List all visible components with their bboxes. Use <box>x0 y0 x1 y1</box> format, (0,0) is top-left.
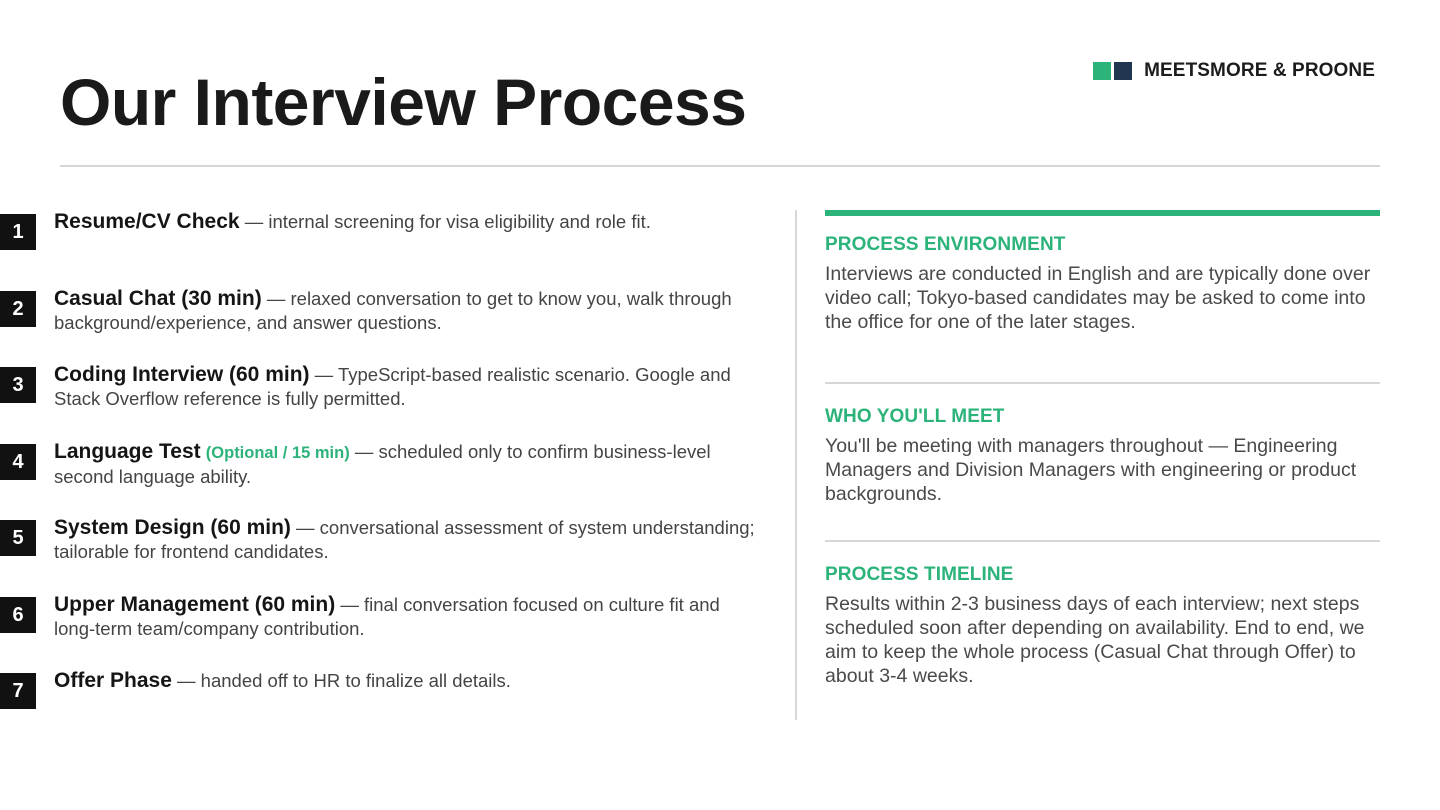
panel-who-youll-meet: WHO YOU'LL MEET You'll be meeting with m… <box>825 406 1380 506</box>
step-number: 5 <box>0 520 36 556</box>
step-number: 2 <box>0 291 36 327</box>
step-heading: Coding Interview (60 min) <box>54 363 310 386</box>
step-text: Casual Chat (30 min) — relaxed conversat… <box>54 287 760 335</box>
panel-process-timeline: PROCESS TIMELINE Results within 2-3 busi… <box>825 564 1380 688</box>
step-2: 2 Casual Chat (30 min) — relaxed convers… <box>0 287 760 335</box>
step-6: 6 Upper Management (60 min) — final conv… <box>0 593 760 641</box>
step-1: 1 Resume/CV Check — internal screening f… <box>0 210 760 250</box>
step-heading: Offer Phase <box>54 669 172 692</box>
step-heading: Upper Management (60 min) <box>54 593 336 616</box>
accent-bar <box>825 210 1380 216</box>
brand-name: MEETSMORE & PROONE <box>1144 60 1375 81</box>
step-number: 3 <box>0 367 36 403</box>
step-description: — handed off to HR to finalize all detai… <box>171 670 511 691</box>
step-description: — conversational assessment of system un… <box>54 517 755 562</box>
step-description: — scheduled only to confirm business-lev… <box>54 441 711 487</box>
step-heading: Casual Chat (30 min) <box>54 287 262 310</box>
step-description: — TypeScript-based realistic scenario. G… <box>54 364 731 409</box>
logo-square-navy <box>1114 62 1133 80</box>
step-number: 1 <box>0 214 36 250</box>
panel-body: You'll be meeting with managers througho… <box>825 435 1357 505</box>
step-3: 3 Coding Interview (60 min) — TypeScript… <box>0 363 760 411</box>
step-text: Resume/CV Check — internal screening for… <box>54 210 651 250</box>
step-description: — relaxed conversation to get to know yo… <box>54 288 732 333</box>
panel-heading: WHO YOU'LL MEET <box>825 406 1005 427</box>
step-heading: Resume/CV Check <box>54 210 240 233</box>
step-heading: Language Test <box>54 440 201 463</box>
logo-square-green <box>1093 62 1112 80</box>
step-4: 4 Language Test (Optional / 15 min) — sc… <box>0 440 760 489</box>
step-number: 7 <box>0 673 36 709</box>
step-text: Coding Interview (60 min) — TypeScript-b… <box>54 363 760 411</box>
step-text: Language Test (Optional / 15 min) — sche… <box>54 440 760 489</box>
panel-heading: PROCESS TIMELINE <box>825 564 1014 585</box>
panel-process-environment: PROCESS ENVIRONMENT Interviews are condu… <box>825 234 1380 334</box>
step-5: 5 System Design (60 min) — conversationa… <box>0 516 760 564</box>
step-number: 6 <box>0 597 36 633</box>
step-optional-tag: (Optional / 15 min) <box>205 444 350 462</box>
panel-body: Interviews are conducted in English and … <box>825 263 1371 333</box>
step-7: 7 Offer Phase — handed off to HR to fina… <box>0 669 760 709</box>
step-number: 4 <box>0 444 36 480</box>
step-text: Offer Phase — handed off to HR to finali… <box>54 669 511 709</box>
panel-heading: PROCESS ENVIRONMENT <box>825 234 1066 255</box>
panel-body: Results within 2-3 business days of each… <box>825 593 1365 687</box>
column-divider <box>795 210 797 720</box>
step-text: Upper Management (60 min) — final conver… <box>54 593 760 641</box>
step-heading: System Design (60 min) <box>54 516 291 539</box>
step-text: System Design (60 min) — conversational … <box>54 516 760 564</box>
step-description: — final conversation focused on culture … <box>54 594 720 639</box>
brand-logo: MEETSMORE & PROONE <box>1093 60 1375 82</box>
panel-divider <box>825 540 1380 542</box>
step-description: — internal screening for visa eligibilit… <box>239 211 651 232</box>
page-title: Our Interview Process <box>60 65 747 139</box>
panel-divider <box>825 382 1380 384</box>
title-divider <box>60 165 1380 167</box>
